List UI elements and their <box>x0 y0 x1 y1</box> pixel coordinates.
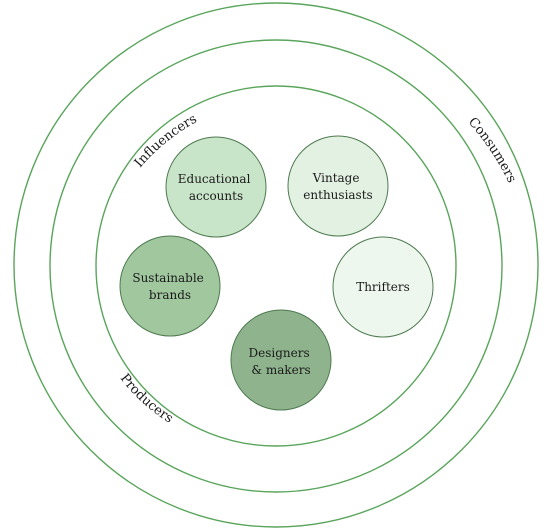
ring-label-producers: Producers <box>117 371 176 426</box>
node-label: Educational accounts <box>178 172 254 203</box>
node-label: Vintage enthusiasts <box>303 171 372 202</box>
ring-middle <box>49 39 503 493</box>
node-designers-makers: Designers & makers <box>230 309 332 411</box>
node-sustainable-brands: Sustainable brands <box>119 235 221 337</box>
node-label: Designers & makers <box>249 346 314 377</box>
node-label: Sustainable brands <box>132 271 207 302</box>
node-circle <box>287 135 389 237</box>
ring-inner <box>95 85 457 447</box>
node-thrifters: Thrifters <box>332 236 434 338</box>
ring-outer <box>13 2 539 528</box>
node-circle <box>230 309 332 411</box>
node-educational-accounts: Educational accounts <box>165 136 267 238</box>
node-vintage-enthusiasts: Vintage enthusiasts <box>287 135 389 237</box>
node-circle <box>119 235 221 337</box>
node-circle <box>165 136 267 238</box>
node-label: Thrifters <box>356 280 410 294</box>
node-circle <box>332 236 434 338</box>
